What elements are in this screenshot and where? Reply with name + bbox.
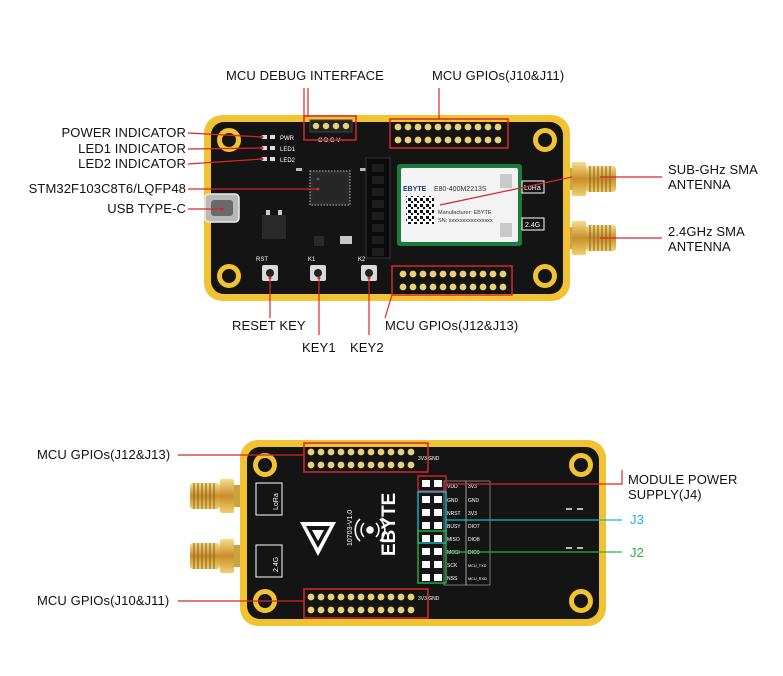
callout-reset-key: RESET KEY	[232, 318, 306, 333]
ebyte-logo	[300, 522, 336, 556]
pin-right-3: DIO7	[468, 524, 480, 530]
pin-right-4: DIO8	[468, 537, 480, 543]
module-manufacturer: Manufacturer: EBYTE	[438, 210, 492, 216]
callout-module-power-supply: MODULE POWER SUPPLY(J4)	[628, 472, 738, 502]
pin-right-2: 3V3	[468, 511, 477, 517]
pin-left-1: GND	[447, 498, 459, 504]
callout-led1-indicator: LED1 INDICATOR	[78, 141, 186, 156]
silk-led2: LED2	[280, 158, 296, 164]
rear-callout-gpio-j12-j13: MCU GPIOs(J12&J13)	[37, 447, 171, 462]
callout-key1: KEY1	[302, 340, 336, 355]
pin-left-6: SCK	[447, 563, 458, 569]
silk-version: 10703-V1.0	[347, 510, 354, 546]
pin-label-table	[443, 480, 491, 586]
module-socket	[365, 157, 391, 259]
silk-pwr: PWR	[280, 136, 295, 142]
pin-right-1: GND	[468, 498, 480, 504]
pin-left-5: MOSI	[447, 550, 460, 556]
indicator-leds	[262, 135, 275, 161]
e80-radio-module: EBYTE E80-400M2213S Manufacturer: EBYTE …	[397, 164, 522, 246]
pin-right-6: MCU_TXD	[468, 564, 487, 568]
rear-gpio-header-j10-j11	[307, 593, 415, 614]
callout-24ghz-sma-antenna: 2.4GHz SMA ANTENNA	[668, 224, 745, 254]
gpio-header-j12-j13	[399, 270, 507, 291]
module-model: E80-400M2213S	[434, 186, 487, 193]
silk-lora-rear: LoRa	[273, 493, 280, 510]
pin-right-7: MCU_RXD	[468, 577, 487, 581]
callout-led2-indicator: LED2 INDICATOR	[78, 156, 186, 171]
pin-left-2: NRST	[447, 511, 461, 517]
callout-key2: KEY2	[350, 340, 384, 355]
callout-gpio-j10-j11: MCU GPIOs(J10&J11)	[432, 68, 565, 83]
module-sn: SN: xxxxxxxxxxxxxxxx	[438, 218, 493, 224]
bottom-board: LoRa 2.4G 10703-V1.0 EBYTE 3V3 GND	[178, 440, 623, 626]
silk-rst: RST	[256, 257, 268, 263]
callout-j2: J2	[630, 545, 644, 560]
callout-debug-interface: MCU DEBUG INTERFACE	[226, 68, 384, 83]
lora-sma-connector-rear	[190, 479, 250, 513]
stm32-mcu-chip	[309, 170, 351, 206]
pin-left-0: VDD	[447, 484, 458, 490]
pin-left-4: MISO	[447, 537, 460, 543]
pin-left-3: BUSY	[447, 524, 461, 530]
push-buttons	[262, 265, 377, 281]
pin-right-5: DIO9	[468, 550, 480, 556]
pin-left-7: NSS	[447, 576, 458, 582]
silk-3v3-gnd-top: 3V3 GND	[418, 456, 440, 462]
silk-lora-top: LoRa	[524, 185, 541, 192]
callout-power-indicator: POWER INDICATOR	[61, 125, 186, 140]
rear-gpio-header-j12-j13	[307, 448, 415, 469]
module-brand: EBYTE	[403, 186, 427, 193]
callout-usb-type-c: USB TYPE-C	[107, 201, 186, 216]
callout-mcu: STM32F103C8T6/LQFP48	[28, 181, 186, 196]
silk-led1: LED1	[280, 147, 296, 153]
silk-brand-ebyte: EBYTE	[379, 493, 400, 556]
top-board: PWR LED1 LED2 C D G V	[187, 88, 662, 335]
gpio-header-j10-j11	[394, 123, 502, 144]
silk-24g-rear: 2.4G	[273, 557, 280, 572]
callout-subghz-sma-antenna: SUB-GHz SMA ANTENNA	[668, 162, 758, 192]
wireless-icon	[354, 518, 386, 542]
silk-24g-top: 2.4G	[525, 222, 540, 229]
rear-callout-gpio-j10-j11: MCU GPIOs(J10&J11)	[37, 593, 170, 608]
module-pin-headers	[422, 480, 442, 581]
silk-cdgv: C D G V	[318, 138, 340, 144]
debug-header	[309, 119, 353, 133]
pin-right-0: 3V3	[468, 484, 477, 490]
callout-j3: J3	[630, 512, 644, 527]
silk-3v3-gnd-bottom: 3V3 GND	[418, 596, 440, 602]
silk-k1: K1	[308, 257, 316, 263]
callout-gpio-j12-j13: MCU GPIOs(J12&J13)	[385, 318, 519, 333]
silk-k2: K2	[358, 257, 366, 263]
